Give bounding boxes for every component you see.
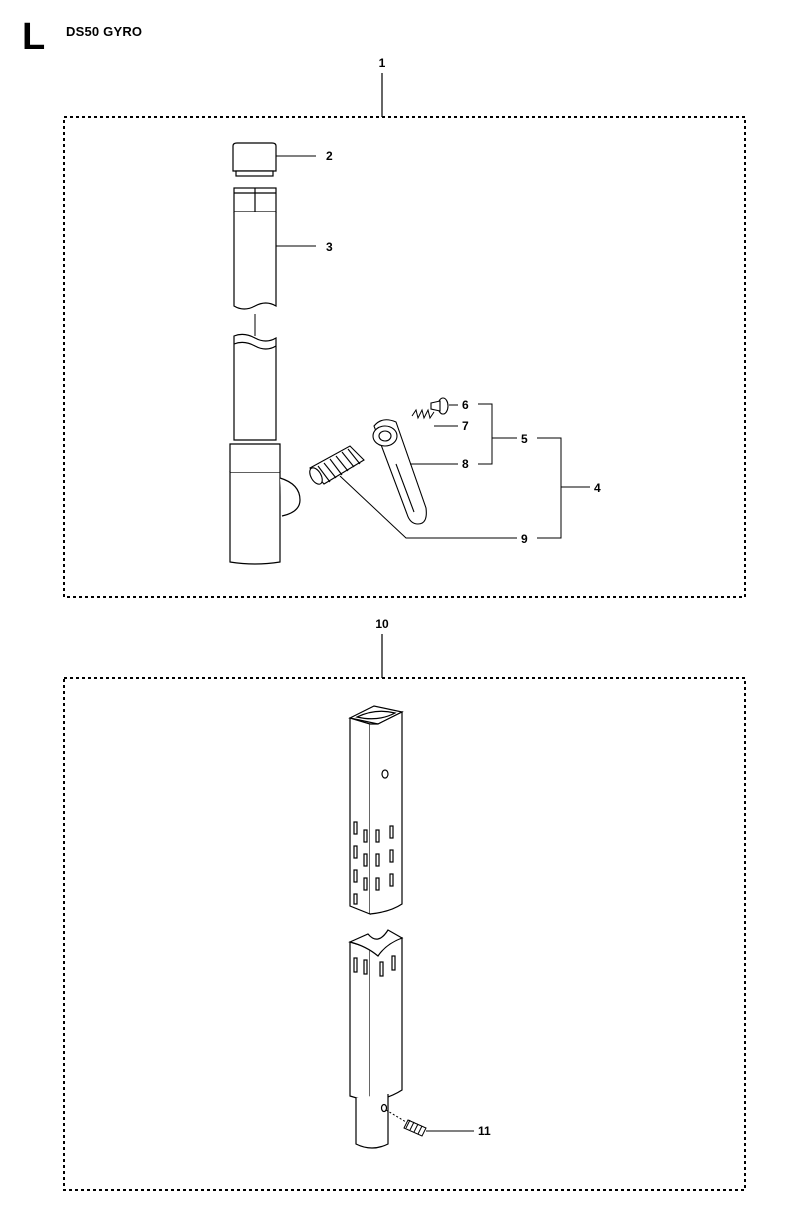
callout-4: 4: [594, 481, 601, 495]
upper-square-tube: [348, 705, 404, 915]
assembly-1-frame: [63, 116, 746, 598]
end-cap-part: [232, 142, 277, 177]
callout-2: 2: [326, 149, 333, 163]
spring-pin-part: [385, 1109, 427, 1137]
tube-part: [229, 187, 301, 565]
callout-8: 8: [462, 457, 469, 471]
lever-handle-part: [372, 419, 427, 525]
callout-5: 5: [521, 432, 528, 446]
assembly-10: 10: [63, 617, 746, 1191]
assembly-10-frame: [63, 677, 746, 1191]
lower-square-tube: [348, 929, 404, 1149]
spring-part: [411, 408, 435, 420]
callout-1: 1: [379, 56, 386, 70]
callout-11: 11: [478, 1124, 491, 1138]
assembly-1: 1 2 3: [63, 56, 746, 598]
section-letter: L: [22, 16, 46, 58]
callout-10: 10: [375, 617, 389, 631]
callout-3: 3: [326, 240, 333, 254]
callout-7: 7: [462, 419, 469, 433]
threaded-stud-part: [309, 445, 365, 485]
bracket-5: [478, 403, 493, 465]
callout-9: 9: [521, 532, 528, 546]
screw-part: [430, 397, 449, 415]
model-title: DS50 GYRO: [66, 24, 143, 39]
bracket-4: [537, 437, 562, 539]
callout-6: 6: [462, 398, 469, 412]
